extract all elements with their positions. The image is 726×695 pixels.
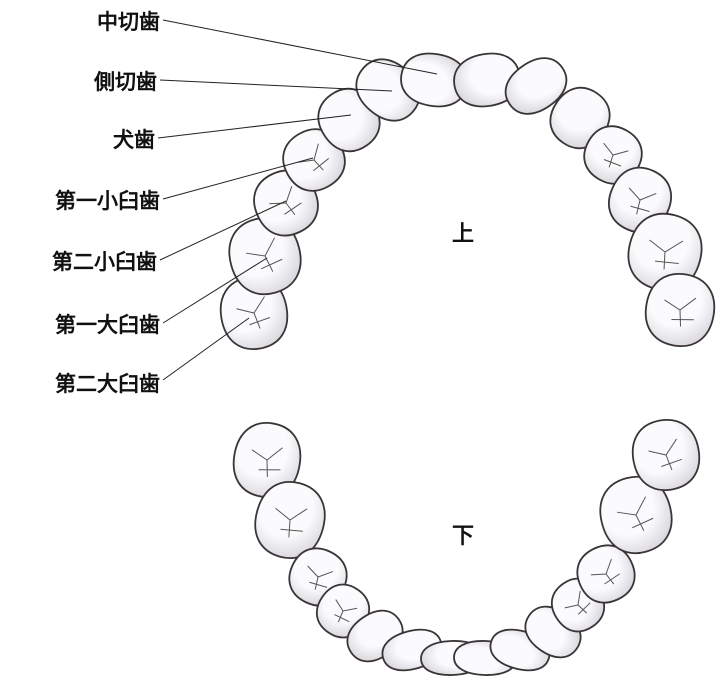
label-lateral-incisor: 側切歯 [94,70,157,94]
upper-right-lateral-incisor [504,57,568,115]
lower-jaw-label: 下 [452,524,475,549]
label-second-molar: 第二大臼歯 [55,372,160,396]
label-first-premolar: 第一小臼歯 [55,189,160,213]
label-second-premolar: 第二小臼歯 [52,250,157,274]
leader-line-central-incisor [162,19,438,75]
upper-left-first-premolar [282,128,346,192]
leader-line-canine [157,114,352,139]
lower-left-first-molar [254,481,326,559]
upper-jaw-label: 上 [452,222,475,247]
upper-left-first-molar [228,216,302,296]
label-canine: 犬歯 [113,128,155,152]
upper-right-second-molar [644,272,716,348]
upper-right-first-molar [627,212,703,292]
leader-line-second-molar [162,317,250,381]
lower-right-first-molar [599,475,673,555]
lower-left-second-molar [232,422,302,498]
leader-line-lateral-incisor [159,79,393,92]
leader-line-first-molar [162,257,268,324]
lower-right-second-premolar [576,544,636,604]
leader-line-first-premolar [162,157,314,200]
label-central-incisor: 中切歯 [97,10,160,34]
lower-right-second-molar [631,418,701,492]
label-first-molar: 第一大臼歯 [55,313,160,337]
upper-left-second-molar [219,276,289,350]
upper-right-central-incisor [453,52,521,108]
leader-line-second-premolar [159,200,287,261]
